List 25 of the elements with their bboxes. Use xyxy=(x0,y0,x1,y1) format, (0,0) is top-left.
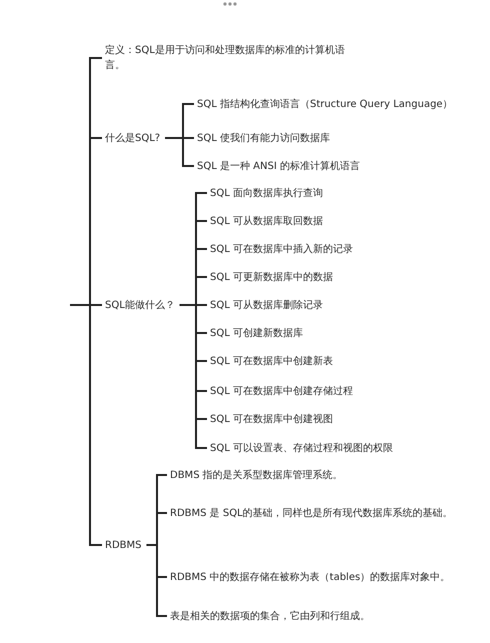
topic-text: SQL 可在数据库中插入新的记录 xyxy=(210,242,460,256)
topic-text: DBMS 指的是关系型数据库管理系统。 xyxy=(170,468,460,482)
topic-text: SQL 可在数据库中创建视图 xyxy=(210,412,460,426)
topic-text: RDBMS 中的数据存储在被称为表（tables）的数据库对象中。 xyxy=(170,570,460,584)
branch-line xyxy=(180,304,207,449)
topic-text: SQL 可在数据库中创建新表 xyxy=(210,354,460,368)
topic-text: 表是相关的数据项的集合，它由列和行组成。 xyxy=(170,608,460,624)
topic-text: 什么是SQL? xyxy=(105,130,175,146)
topic-text: SQL 使我们有能力访问数据库 xyxy=(197,130,447,146)
topic-text: SQL 面向数据库执行查询 xyxy=(210,186,460,200)
topic-text: SQL 可从数据库取回数据 xyxy=(210,214,460,228)
branch-line xyxy=(165,137,194,167)
branch-line xyxy=(146,544,167,617)
topic-text: SQL 是一种 ANSI 的标准计算机语言 xyxy=(197,158,447,174)
topic-text: SQL 可在数据库中创建存储过程 xyxy=(210,384,460,398)
topic-text: SQL 可创建新数据库 xyxy=(210,326,460,340)
topic-text: RDBMS xyxy=(105,538,150,552)
topic-text: SQL 可以设置表、存储过程和视图的权限 xyxy=(210,440,470,456)
topic-text: RDBMS 是 SQL的基础，同样也是所有现代数据库系统的基础。 xyxy=(170,506,460,520)
branch-line xyxy=(70,304,102,546)
topic-text: 定义：SQL是用于访问和处理数据库的标准的计算机语言。 xyxy=(105,43,345,73)
topic-text: SQL 指结构化查询语言（Structure Query Language） xyxy=(197,96,467,112)
topic-text: SQL 可更新数据库中的数据 xyxy=(210,270,460,284)
topic-text: SQL能做什么？ xyxy=(105,298,185,312)
topic-text: SQL 可从数据库删除记录 xyxy=(210,298,460,312)
